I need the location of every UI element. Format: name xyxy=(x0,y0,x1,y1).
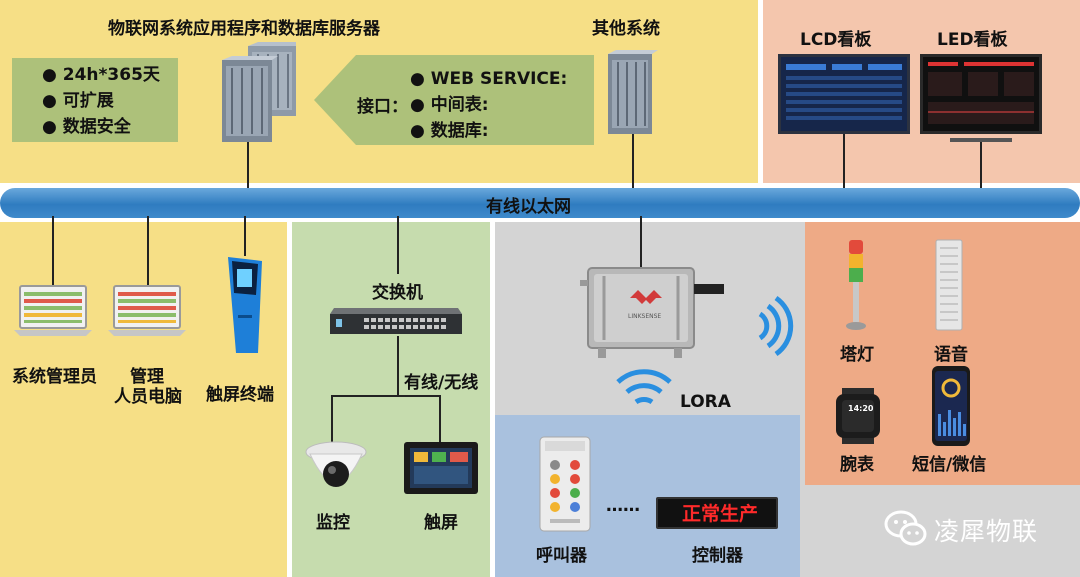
server-icon xyxy=(222,42,296,142)
interface-list: WEB SERVICE: 中间表: 数据库: xyxy=(410,66,568,144)
camera-icon xyxy=(305,441,367,487)
lora-label: LORA xyxy=(680,392,731,412)
touchscreen-icon xyxy=(404,442,478,494)
switch-downlink xyxy=(397,336,399,396)
controller-panel xyxy=(656,497,778,529)
feature-item: 数据安全 xyxy=(42,114,178,140)
other-server-icon xyxy=(608,50,658,134)
wired-wireless-label: 有线/无线 xyxy=(404,373,479,393)
watch-icon xyxy=(836,388,880,444)
other-connector xyxy=(632,134,634,188)
phone-icon xyxy=(932,366,970,446)
led-board-icon xyxy=(920,54,1042,189)
led-title: LED看板 xyxy=(937,30,1008,50)
tower-light-icon xyxy=(846,240,866,330)
sms-label: 短信/微信 xyxy=(912,455,987,475)
switch-connector xyxy=(397,216,399,274)
bottom-middle-panel xyxy=(292,222,490,577)
lcd-title: LCD看板 xyxy=(800,30,872,50)
controller-label: 控制器 xyxy=(692,546,743,566)
watch-label: 腕表 xyxy=(840,455,874,475)
features-box: 24h*365天 可扩展 数据安全 xyxy=(12,58,178,142)
tower-light-label: 塔灯 xyxy=(840,345,874,365)
server-connector xyxy=(247,142,249,188)
gateway-icon xyxy=(580,267,724,358)
gateway-connector xyxy=(640,216,642,268)
wifi-down-icon xyxy=(616,369,672,405)
interface-item: WEB SERVICE: xyxy=(410,66,568,92)
voice-label: 语音 xyxy=(934,345,968,365)
interface-item: 中间表: xyxy=(410,92,567,118)
caller-label: 呼叫器 xyxy=(536,546,587,566)
manager-laptop-icon xyxy=(108,285,186,336)
speaker-icon xyxy=(935,239,963,331)
admin-connector xyxy=(52,216,54,286)
kiosk-icon xyxy=(228,257,262,353)
monitor-connector xyxy=(331,395,333,443)
interface-item: 数据库: xyxy=(410,118,567,144)
manager-connector xyxy=(147,216,149,286)
kiosk-label: 触屏终端 xyxy=(206,385,274,405)
lcd-board-icon xyxy=(778,54,910,189)
kiosk-connector xyxy=(244,216,246,256)
interface-label: 接口： xyxy=(357,97,408,117)
manager-label-line1: 管理 xyxy=(130,367,164,387)
switch-icon xyxy=(330,308,462,334)
feature-item: 24h*365天 xyxy=(42,62,178,88)
watch-time: 14:20 xyxy=(848,404,874,413)
wifi-right-icon xyxy=(758,295,794,357)
gateway-brand: LINKSENSE xyxy=(628,313,662,320)
other-system-title: 其他系统 xyxy=(592,19,660,39)
branch-line xyxy=(331,395,441,397)
feature-item: 可扩展 xyxy=(42,88,178,114)
touchscreen-connector xyxy=(439,395,441,443)
network-bus-label: 有线以太网 xyxy=(486,197,571,217)
brand-name: 凌犀物联 xyxy=(934,517,1039,546)
controller-led-text: 正常生产 xyxy=(682,503,759,525)
wechat-icon xyxy=(884,510,927,546)
dots-separator: …… xyxy=(606,496,640,516)
touchscreen-label: 触屏 xyxy=(424,513,458,533)
monitor-label: 监控 xyxy=(316,513,350,533)
server-title: 物联网系统应用程序和数据库服务器 xyxy=(108,19,380,39)
manager-label-line2: 人员电脑 xyxy=(114,387,182,407)
caller-icon xyxy=(539,436,591,532)
network-bus xyxy=(0,188,1080,218)
admin-label: 系统管理员 xyxy=(12,367,97,387)
switch-title: 交换机 xyxy=(372,283,423,303)
admin-laptop-icon xyxy=(14,285,92,336)
